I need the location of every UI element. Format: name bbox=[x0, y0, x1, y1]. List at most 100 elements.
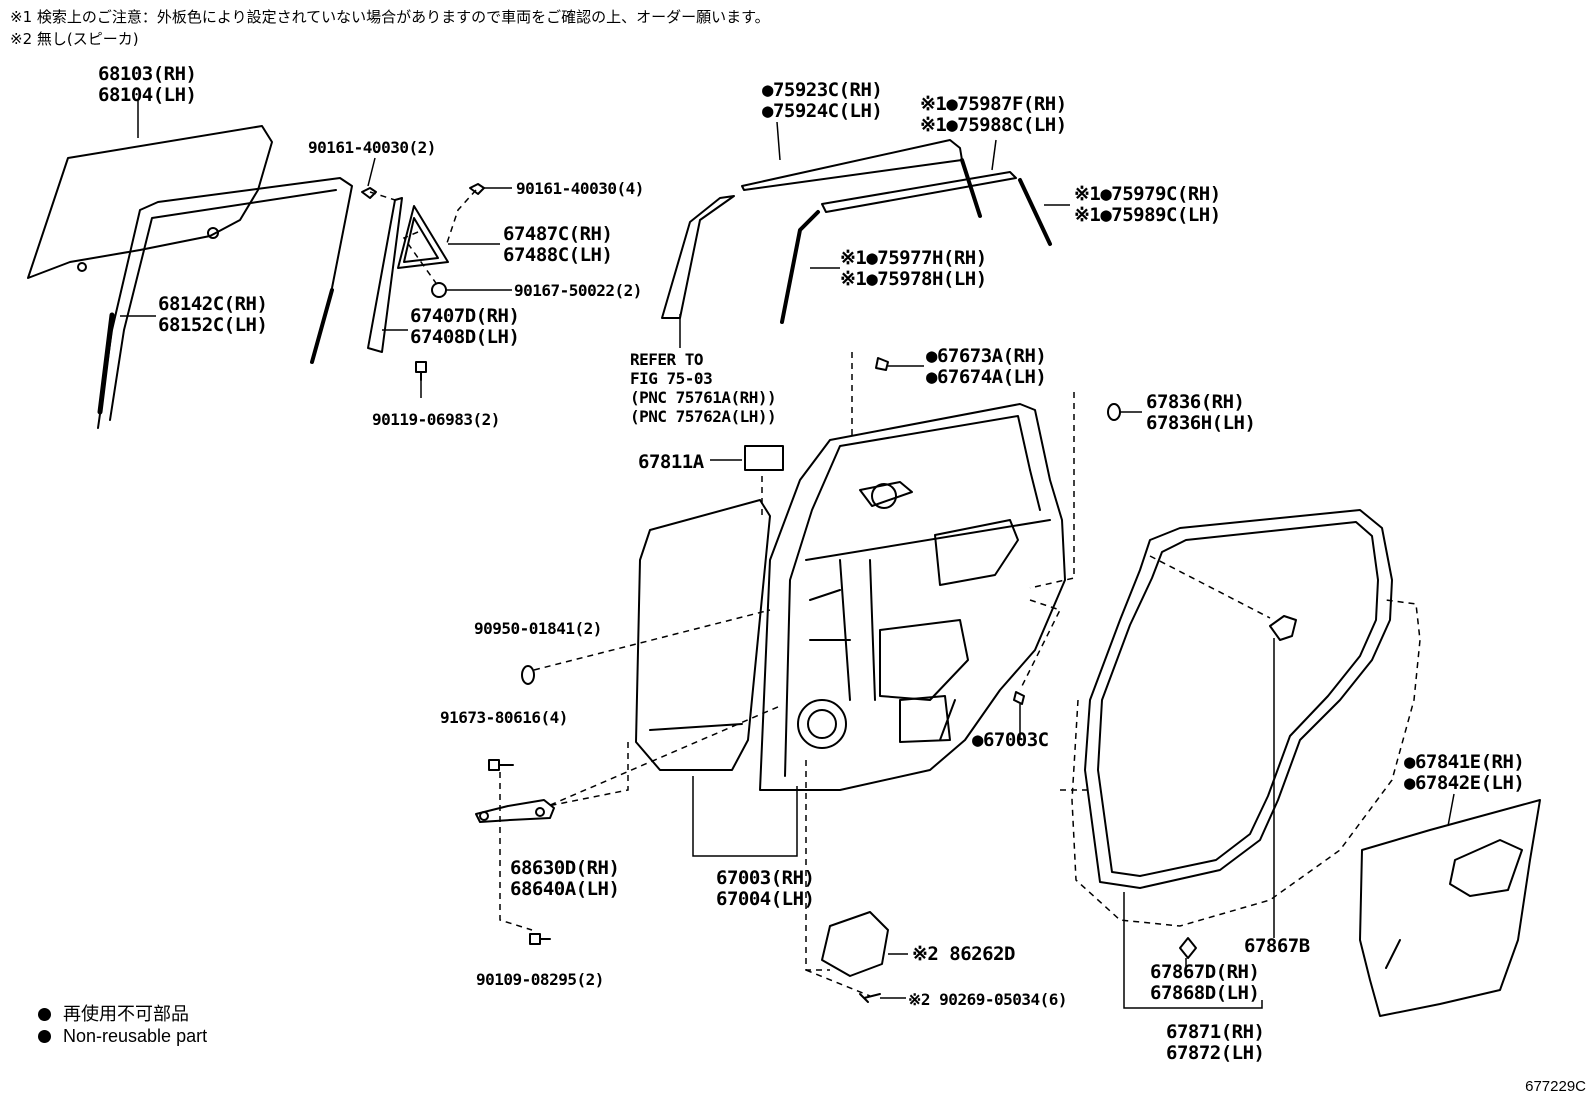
part-number-68640a: 68640A(LH) bbox=[510, 878, 620, 900]
service-hole bbox=[934, 519, 1019, 586]
door-weatherstrip bbox=[1084, 509, 1393, 889]
part-number-67842e: ●67842E(LH) bbox=[1404, 772, 1525, 794]
part-number-67487c: 67487C(RH) bbox=[503, 223, 613, 245]
label-67867b: 67867B bbox=[1244, 935, 1310, 957]
part-number-67836h: 67836H(LH) bbox=[1146, 412, 1256, 434]
label-67811: 67811A bbox=[638, 451, 704, 473]
part-number-68104: 68104(LH) bbox=[98, 84, 197, 106]
door-glass bbox=[27, 125, 273, 279]
screw bbox=[431, 282, 447, 298]
part-number-67872: 67872(LH) bbox=[1166, 1042, 1265, 1064]
label-90109: 90109-08295(2) bbox=[476, 970, 604, 989]
part-number-75978h: ※1●75978H(LH) bbox=[840, 268, 987, 290]
service-hole-cover bbox=[1359, 799, 1541, 1017]
part-number-75977h: ※1●75977H(RH) bbox=[840, 247, 987, 269]
label-90161-40030-2: 90161-40030(2) bbox=[308, 138, 436, 157]
legend-en-text: Non-reusable part bbox=[63, 1026, 208, 1046]
part-number-67407d: 67407D(RH) bbox=[410, 305, 520, 327]
door-outer-panel bbox=[635, 499, 771, 771]
refer-line-3: (PNC 75761A(RH)) bbox=[630, 388, 777, 407]
belt-moulding bbox=[821, 171, 1017, 213]
door-check bbox=[475, 799, 555, 823]
figure-number: 677229C bbox=[1525, 1078, 1586, 1095]
part-number-67004: 67004(LH) bbox=[716, 888, 815, 910]
door-shell bbox=[759, 403, 1066, 791]
part-number-67841e: ●67841E(RH) bbox=[1404, 751, 1525, 773]
label-67003c: ●67003C bbox=[972, 729, 1049, 751]
part-number-67867d: 67867D(RH) bbox=[1150, 961, 1260, 983]
non-reusable-dot-icon bbox=[38, 1030, 51, 1043]
front-pillar-trim bbox=[661, 195, 735, 319]
weatherstrip-clip bbox=[1269, 615, 1297, 641]
label-90167: 90167-50022(2) bbox=[514, 281, 642, 300]
speaker bbox=[821, 911, 889, 977]
hole-plug bbox=[1107, 403, 1121, 421]
legend-en: Non-reusable part bbox=[38, 1026, 207, 1047]
label-75977: ※1●75977H(RH) ※1●75978H(LH) bbox=[840, 248, 987, 290]
part-number-67836: 67836(RH) bbox=[1146, 391, 1245, 413]
part-number-68103: 68103(RH) bbox=[98, 63, 197, 85]
service-hole bbox=[879, 619, 969, 701]
division-bar bbox=[367, 197, 403, 353]
screw bbox=[361, 187, 377, 199]
label-90950: 90950-01841(2) bbox=[474, 619, 602, 638]
glass-clip bbox=[77, 262, 87, 272]
label-68630: 68630D(RH) 68640A(LH) bbox=[510, 857, 620, 900]
label-86262: ※2 86262D bbox=[912, 943, 1015, 965]
label-75979: ※1●75979C(RH) ※1●75989C(LH) bbox=[1074, 184, 1221, 226]
bolt bbox=[415, 361, 427, 381]
part-number-75924c: ●75924C(LH) bbox=[762, 100, 883, 122]
speaker-note: ※2 無し(スピーカ) bbox=[10, 30, 139, 48]
frame-moulding-front bbox=[780, 210, 820, 324]
bolt bbox=[488, 759, 514, 771]
part-number-67673a: ●67673A(RH) bbox=[926, 345, 1047, 367]
refer-to-figure: REFER TO FIG 75-03 (PNC 75761A(RH)) (PNC… bbox=[630, 350, 777, 426]
label-90269: ※2 90269-05034(6) bbox=[908, 990, 1068, 1009]
label-75987: ※1●75987F(RH) ※1●75988C(LH) bbox=[920, 94, 1067, 136]
part-number-75989c: ※1●75989C(LH) bbox=[1074, 204, 1221, 226]
part-number-67408d: 67408D(LH) bbox=[410, 326, 520, 348]
part-number-75979c: ※1●75979C(RH) bbox=[1074, 183, 1221, 205]
weatherstrip-clip bbox=[1179, 937, 1197, 959]
hole-seal bbox=[521, 665, 535, 685]
label-68103: 68103(RH) 68104(LH) bbox=[98, 63, 197, 106]
speaker-screw bbox=[859, 993, 881, 1003]
part-number-67868d: 67868D(LH) bbox=[1150, 982, 1260, 1004]
part-number-68630d: 68630D(RH) bbox=[510, 857, 620, 879]
part-number-68152c: 68152C(LH) bbox=[158, 314, 268, 336]
label-90161-40030-4: 90161-40030(4) bbox=[516, 179, 644, 198]
label-67003: 67003(RH) 67004(LH) bbox=[716, 867, 815, 910]
label-90119: 90119-06983(2) bbox=[372, 410, 500, 429]
part-number-67674a: ●67674A(LH) bbox=[926, 366, 1047, 388]
clip bbox=[875, 357, 889, 371]
label-67841: ●67841E(RH) ●67842E(LH) bbox=[1404, 751, 1525, 794]
label-68142: 68142C(RH) 68152C(LH) bbox=[158, 293, 268, 336]
part-number-67871: 67871(RH) bbox=[1166, 1021, 1265, 1043]
part-number-75988c: ※1●75988C(LH) bbox=[920, 114, 1067, 136]
label-67407: 67407D(RH) 67408D(LH) bbox=[410, 305, 520, 348]
label-67871: 67871(RH) 67872(LH) bbox=[1166, 1021, 1265, 1064]
clip bbox=[1013, 691, 1025, 705]
label-67836: 67836(RH) 67836H(LH) bbox=[1146, 391, 1256, 434]
part-number-75987f: ※1●75987F(RH) bbox=[920, 93, 1067, 115]
refer-line-1: REFER TO bbox=[630, 350, 704, 369]
glass-clip bbox=[207, 227, 219, 239]
screw bbox=[469, 183, 485, 195]
outside-moulding bbox=[741, 139, 963, 191]
part-number-68142c: 68142C(RH) bbox=[158, 293, 268, 315]
caution-label bbox=[744, 445, 784, 471]
refer-line-4: (PNC 75762A(LH)) bbox=[630, 407, 777, 426]
part-number-75923c: ●75923C(RH) bbox=[762, 79, 883, 101]
label-67867d: 67867D(RH) 67868D(LH) bbox=[1150, 961, 1260, 1004]
label-75923: ●75923C(RH) ●75924C(LH) bbox=[762, 79, 883, 122]
inner-handle-cavity bbox=[859, 481, 913, 507]
part-number-67003: 67003(RH) bbox=[716, 867, 815, 889]
label-67673: ●67673A(RH) ●67674A(LH) bbox=[926, 345, 1047, 388]
glass-run bbox=[97, 177, 353, 429]
bolt bbox=[529, 933, 551, 945]
frame-moulding-rear bbox=[1018, 178, 1052, 246]
refer-line-2: FIG 75-03 bbox=[630, 369, 713, 388]
search-caution-note: ※1 検索上のご注意：外板色により設定されていない場合がありますので車両をご確認… bbox=[10, 8, 770, 26]
legend-jp: 再使用不可部品 bbox=[38, 1000, 189, 1026]
